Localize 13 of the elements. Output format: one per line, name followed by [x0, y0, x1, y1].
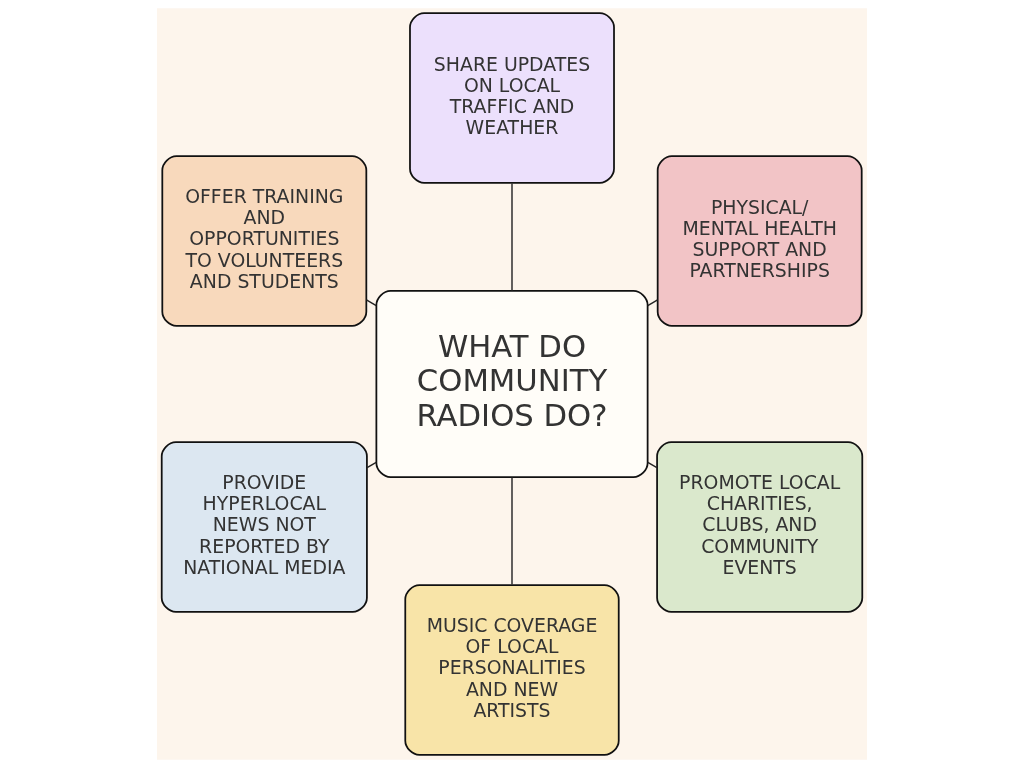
node-box: OFFER TRAINING AND OPPORTUNITIES TO VOLUNTEERS AND STUDENTS — [161, 155, 368, 327]
node-box: WHAT DO COMMUNITY RADIOS DO? — [375, 289, 649, 479]
connector — [365, 299, 377, 307]
node-box: SHARE UPDATES ON LOCAL TRAFFIC AND WEATHER — [409, 12, 615, 184]
connector — [647, 461, 658, 469]
connector — [511, 476, 513, 586]
node-box: PHYSICAL/ MENTAL HEALTH SUPPORT AND PARTNERSHIPS — [656, 155, 863, 327]
connector — [366, 461, 377, 469]
node-box: PROMOTE LOCAL CHARITIES, CLUBS, AND COMMUNITY EVENTS — [656, 441, 864, 613]
node-box: PROVIDE HYPERLOCAL NEWS NOT REPORTED BY NATIONAL MEDIA — [160, 441, 368, 613]
connector — [647, 299, 659, 307]
node-box: MUSIC COVERAGE OF LOCAL PERSONALITIES AND NEW ARTISTS — [404, 584, 620, 756]
connector — [511, 182, 513, 292]
